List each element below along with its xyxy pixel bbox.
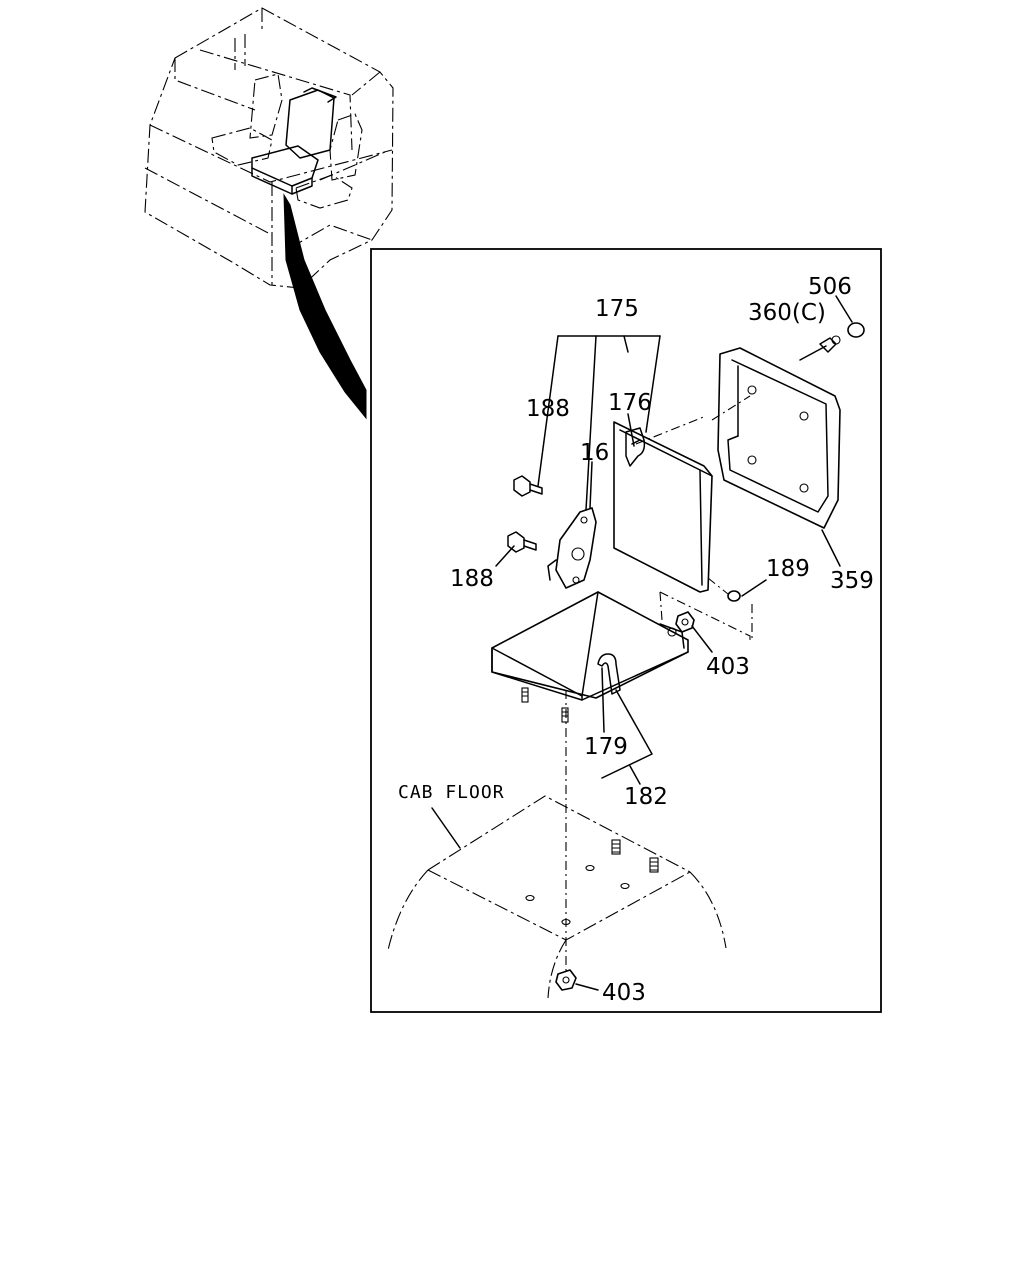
nut-403-lower bbox=[555, 969, 577, 991]
leader-lines bbox=[495, 295, 853, 991]
bolt-188-upper bbox=[513, 475, 543, 497]
label-188-upper: 188 bbox=[526, 396, 570, 422]
label-403-upper: 403 bbox=[706, 654, 750, 680]
label-360c: 360(C) bbox=[748, 300, 826, 326]
left-seat bbox=[211, 73, 283, 166]
nut-403-upper bbox=[675, 611, 695, 633]
label-176: 176 bbox=[608, 390, 652, 416]
label-359: 359 bbox=[830, 568, 874, 594]
label-179: 179 bbox=[584, 734, 628, 760]
label-16: 16 bbox=[580, 440, 609, 466]
label-182: 182 bbox=[624, 784, 668, 810]
bolt-188-lower bbox=[507, 531, 537, 553]
label-188-lower: 188 bbox=[450, 566, 494, 592]
cab-floor bbox=[387, 690, 727, 999]
screw-360c bbox=[819, 335, 841, 353]
label-506: 506 bbox=[808, 274, 852, 300]
cap-506 bbox=[847, 322, 865, 338]
back-cover bbox=[717, 347, 841, 529]
label-175: 175 bbox=[595, 296, 639, 322]
seat-cushion-assembly bbox=[491, 591, 689, 723]
label-403-lower: 403 bbox=[602, 980, 646, 1006]
right-seat bbox=[295, 113, 363, 209]
label-cab-floor: CAB FLOOR bbox=[398, 782, 505, 803]
cab-overview bbox=[144, 7, 394, 289]
hinge-plate bbox=[547, 507, 597, 589]
label-189: 189 bbox=[766, 556, 810, 582]
washer-189 bbox=[727, 590, 741, 602]
detail-callout-wedge bbox=[283, 193, 367, 420]
detail-frame bbox=[370, 248, 882, 1013]
floor-studs bbox=[611, 839, 659, 873]
seat-back bbox=[613, 421, 713, 593]
